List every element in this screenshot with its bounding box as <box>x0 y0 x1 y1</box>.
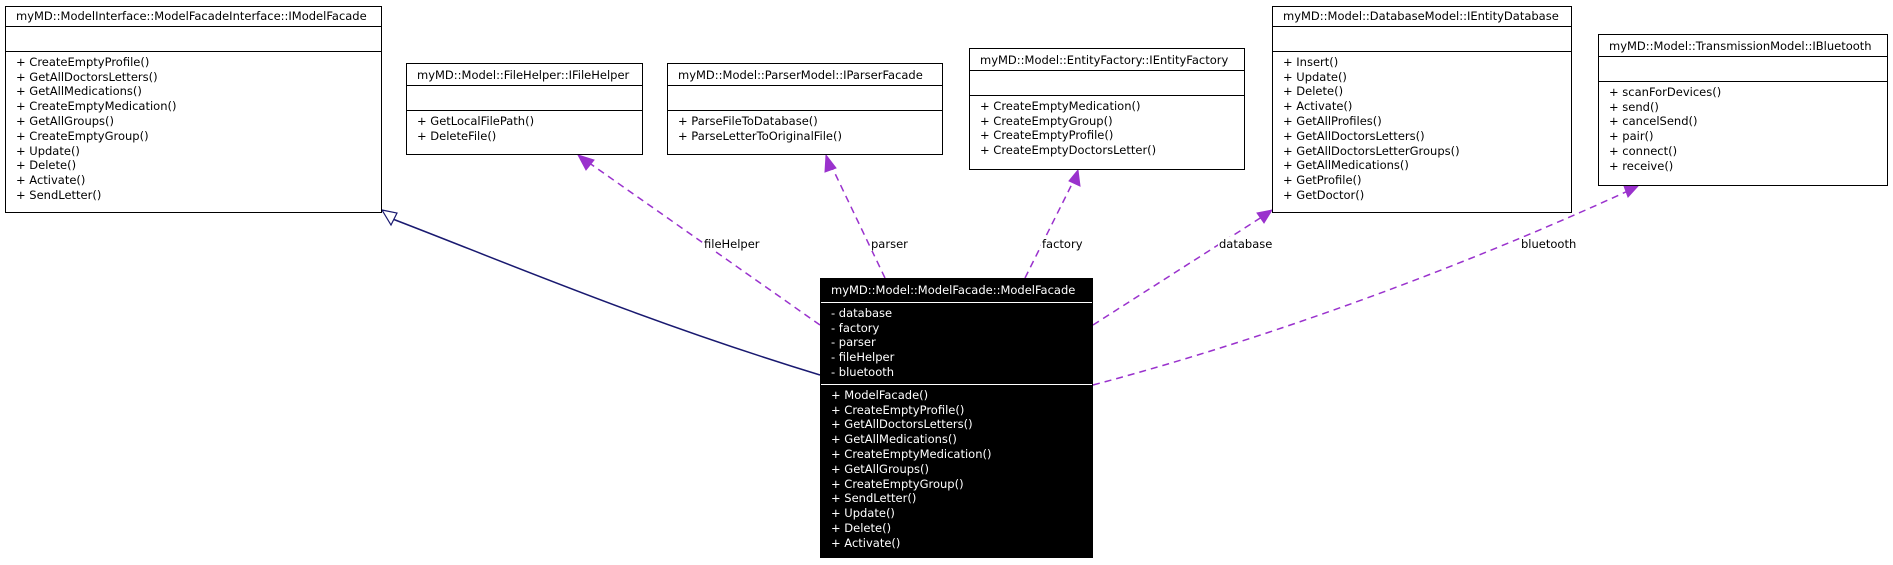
method-item: + CreateEmptyMedication() <box>831 446 992 461</box>
method-item: + GetAllGroups() <box>831 461 930 476</box>
methods-section: + CreateEmptyMedication()+ CreateEmptyGr… <box>970 94 1244 162</box>
attribute-item: - bluetooth <box>831 364 895 379</box>
method-item: + receive() <box>1609 158 1674 173</box>
attribute-item: - factory <box>831 320 880 335</box>
method-item: + GetAllDoctorsLetters() <box>1283 128 1425 143</box>
methods-section: + ParseFileToDatabase()+ ParseLetterToOr… <box>668 109 942 148</box>
method-item: + scanForDevices() <box>1609 84 1722 99</box>
edge-label-filehelper: fileHelper <box>703 237 761 251</box>
method-item: + GetDoctor() <box>1283 187 1365 202</box>
inheritance-edge <box>389 217 821 376</box>
method-item: + GetAllDoctorsLetters() <box>16 69 158 84</box>
method-item: + GetLocalFilePath() <box>417 113 535 128</box>
method-item: + SendLetter() <box>831 491 917 506</box>
method-item: + Update() <box>1283 69 1347 84</box>
method-item: + CreateEmptyProfile() <box>831 402 965 417</box>
edge-label-bluetooth: bluetooth <box>1520 237 1578 251</box>
method-item: + CreateEmptyDoctorsLetter() <box>980 143 1157 158</box>
class-box-imodelfacade[interactable]: myMD::ModelInterface::ModelFacadeInterfa… <box>5 6 382 213</box>
method-item: + GetAllProfiles() <box>1283 113 1382 128</box>
class-title: myMD::Model::DatabaseModel::IEntityDatab… <box>1283 9 1559 23</box>
method-item: + Delete() <box>1283 84 1344 99</box>
class-box-ifilehelper[interactable]: myMD::Model::FileHelper::IFileHelper + G… <box>406 63 643 155</box>
class-box-ientityfactory[interactable]: myMD::Model::EntityFactory::IEntityFacto… <box>969 48 1245 170</box>
method-item: + CreateEmptyProfile() <box>16 54 150 69</box>
method-item: + ModelFacade() <box>831 387 929 402</box>
class-title: myMD::Model::ParserModel::IParserFacade <box>678 68 923 82</box>
method-item: + Delete() <box>831 520 892 535</box>
method-item: + send() <box>1609 99 1659 114</box>
method-item: + CreateEmptyGroup() <box>16 128 149 143</box>
methods-section: + GetLocalFilePath()+ DeleteFile() <box>407 109 642 148</box>
attributes-section <box>970 69 1244 95</box>
method-item: + GetAllDoctorsLetterGroups() <box>1283 143 1460 158</box>
methods-section: + ModelFacade()+ CreateEmptyProfile()+ G… <box>821 383 1092 555</box>
method-item: + cancelSend() <box>1609 114 1698 129</box>
factory-edge <box>1024 177 1076 279</box>
class-box-iparserfacade[interactable]: myMD::Model::ParserModel::IParserFacade … <box>667 63 943 155</box>
attribute-item: - parser <box>831 335 876 350</box>
inheritance-arrowhead <box>380 209 398 227</box>
method-item: + Update() <box>831 506 895 521</box>
method-item: + DeleteFile() <box>417 128 497 143</box>
method-item: + connect() <box>1609 143 1678 158</box>
method-item: + Activate() <box>16 173 86 188</box>
methods-section: + Insert()+ Update()+ Delete()+ Activate… <box>1273 50 1571 207</box>
parser-edge <box>829 162 886 279</box>
method-item: + ParseFileToDatabase() <box>678 113 818 128</box>
class-box-modelfacade[interactable]: myMD::Model::ModelFacade::ModelFacade - … <box>820 278 1093 558</box>
method-item: + Activate() <box>831 535 901 550</box>
class-title: myMD::Model::EntityFactory::IEntityFacto… <box>980 53 1229 67</box>
bluetooth-edge <box>1092 189 1631 386</box>
method-item: + GetAllMedications() <box>16 84 142 99</box>
class-title: myMD::Model::TransmissionModel::IBluetoo… <box>1609 39 1872 53</box>
method-item: + Delete() <box>16 158 77 173</box>
method-item: + GetAllGroups() <box>16 113 115 128</box>
attributes-section <box>1599 55 1887 81</box>
method-item: + SendLetter() <box>16 187 102 202</box>
attributes-section <box>668 84 942 110</box>
method-item: + CreateEmptyMedication() <box>980 98 1141 113</box>
method-item: + pair() <box>1609 129 1654 144</box>
factory-arrowhead <box>1068 168 1081 187</box>
method-item: + CreateEmptyMedication() <box>16 99 177 114</box>
attribute-item: - database <box>831 305 893 320</box>
bluetooth-arrowhead <box>1623 185 1640 198</box>
edge-label-parser: parser <box>870 237 909 251</box>
method-item: + CreateEmptyProfile() <box>980 128 1114 143</box>
attributes-section <box>1273 25 1571 51</box>
method-item: + GetProfile() <box>1283 173 1362 188</box>
attribute-item: - fileHelper <box>831 350 895 365</box>
method-item: + GetAllMedications() <box>831 432 957 447</box>
class-title: myMD::Model::FileHelper::IFileHelper <box>417 68 630 82</box>
attributes-section: - database- factory- parser- fileHelper-… <box>821 301 1092 384</box>
class-box-ientitydatabase[interactable]: myMD::Model::DatabaseModel::IEntityDatab… <box>1272 6 1572 213</box>
class-box-ibluetooth[interactable]: myMD::Model::TransmissionModel::IBluetoo… <box>1598 34 1888 186</box>
edge-label-database: database <box>1218 237 1274 251</box>
edge-label-factory: factory <box>1041 237 1084 251</box>
filehelper-arrowhead <box>576 154 595 171</box>
method-item: + ParseLetterToOriginalFile() <box>678 128 842 143</box>
method-item: + GetAllDoctorsLetters() <box>831 417 973 432</box>
methods-section: + CreateEmptyProfile()+ GetAllDoctorsLet… <box>6 50 381 207</box>
attributes-section <box>407 84 642 110</box>
attributes-section <box>6 25 381 51</box>
class-title: myMD::ModelInterface::ModelFacadeInterfa… <box>16 9 367 23</box>
method-item: + Insert() <box>1283 54 1339 69</box>
method-item: + CreateEmptyGroup() <box>980 113 1113 128</box>
database-edge <box>1092 214 1266 326</box>
method-item: + GetAllMedications() <box>1283 158 1409 173</box>
database-arrowhead <box>1256 209 1274 224</box>
class-title: myMD::Model::ModelFacade::ModelFacade <box>831 283 1076 297</box>
method-item: + Activate() <box>1283 99 1353 114</box>
parser-arrowhead <box>824 153 837 173</box>
method-item: + CreateEmptyGroup() <box>831 476 964 491</box>
methods-section: + scanForDevices()+ send()+ cancelSend()… <box>1599 80 1887 178</box>
method-item: + Update() <box>16 143 80 158</box>
